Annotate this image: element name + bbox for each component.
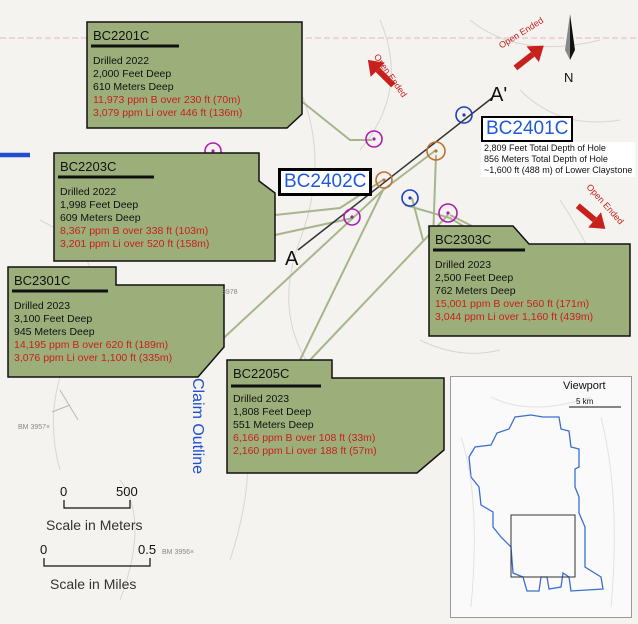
callout-bc2303c[interactable]: BC2303C Drilled 2023 2,500 Feet Deep 762… [428,225,631,337]
bc2401c-info: 2,809 Feet Total Depth of Hole 856 Meter… [481,142,636,177]
callout-lithium: 2,160 ppm Li over 188 ft (57m) [233,445,377,457]
bc2401c-line1: 2,809 Feet Total Depth of Hole [484,143,606,153]
scale-m-label: Scale in Meters [46,517,143,533]
callout-meters: 762 Meters Deep [435,285,516,297]
north-arrow-icon [565,14,575,60]
callout-shape [53,152,276,262]
callout-drilled: Drilled 2023 [14,300,71,312]
elevation-label: 3978 [222,289,238,296]
bc2401c-line2: 856 Meters Total Depth of Hole [484,154,608,164]
bc2402c-label[interactable]: BC2402C [278,168,373,196]
viewport-inset: Viewport 5 km [450,376,632,618]
callout-boron: 6,166 ppm B over 108 ft (33m) [233,432,376,444]
arrow-icon [367,59,396,88]
callout-feet: 3,100 Feet Deep [14,313,93,325]
callout-feet: 2,000 Feet Deep [93,68,172,80]
callout-meters: 610 Meters Deep [93,81,174,93]
section-line [297,97,493,251]
callout-lithium: 3,076 ppm Li over 1,100 ft (335m) [14,352,173,364]
scale-mi-label: Scale in Miles [50,576,137,592]
callout-drilled: Drilled 2022 [60,186,117,198]
callout-feet: 2,500 Feet Deep [435,272,514,284]
callout-lithium: 3,044 ppm Li over 1,160 ft (439m) [435,311,594,323]
callout-title: BC2303C [435,232,492,247]
scale-bars [43,500,151,567]
scale-mi-zero: 0 [40,542,48,557]
hole-marker[interactable] [365,130,383,148]
benchmark-label: BM 3957× [18,424,51,431]
north-label: N [564,70,574,85]
callout-bc2201c[interactable]: BC2201C Drilled 2022 2,000 Feet Deep 610… [86,21,303,129]
hole-marker[interactable] [426,141,446,161]
hole-marker[interactable] [438,203,458,223]
callout-shape [226,359,445,474]
arrow-icon [575,203,606,229]
scale-m-zero: 0 [60,484,68,499]
callout-feet: 1,998 Feet Deep [60,199,139,211]
callout-drilled: Drilled 2023 [435,259,492,271]
benchmark-label: BM 3956× [162,549,195,556]
callout-drilled: Drilled 2023 [233,393,290,405]
callout-meters: 609 Meters Deep [60,212,141,224]
claim-outline-label: Claim Outline [189,378,206,475]
callout-boron: 8,367 ppm B over 338 ft (103m) [60,225,209,237]
callout-title: BC2301C [14,273,71,288]
callout-boron: 14,195 ppm B over 620 ft (189m) [14,339,169,351]
viewport-title: Viewport [563,380,606,392]
callout-meters: 945 Meters Deep [14,326,95,338]
callout-lithium: 3,201 ppm Li over 520 ft (158m) [60,238,210,250]
callout-title: BC2205C [233,366,290,381]
callout-boron: 11,973 ppm B over 230 ft (70m) [93,94,241,106]
callout-shape [428,225,631,337]
scale-mi-max: 0.5 [138,542,157,557]
callout-feet: 1,808 Feet Deep [233,406,312,418]
scale-m-max: 500 [116,484,138,499]
bc2401c-label[interactable]: BC2401C [481,116,574,142]
viewport-scale: 5 km [576,397,594,406]
callout-lithium: 3,079 ppm Li over 446 ft (136m) [93,107,243,119]
section-start-label: A [285,248,299,270]
callout-bc2205c[interactable]: BC2205C Drilled 2023 1,808 Feet Deep 551… [226,359,445,474]
hole-marker[interactable] [401,189,419,207]
callout-drilled: Drilled 2022 [93,55,150,67]
callout-shape [86,21,303,129]
callout-bc2301c[interactable]: BC2301C Drilled 2023 3,100 Feet Deep 945… [7,266,225,378]
hole-marker[interactable] [343,208,361,226]
bc2401c-line3: ~1,600 ft (488 m) of Lower Claystone [484,165,633,175]
arrow-icon [513,45,544,71]
viewport-map [460,396,621,608]
hole-marker[interactable] [375,171,393,189]
callout-title: BC2203C [60,159,117,174]
hole-marker[interactable] [455,106,473,124]
section-end-label: A' [490,84,508,106]
open-ended-arrows [367,45,606,229]
callout-shape [7,266,225,378]
callout-bc2203c[interactable]: BC2203C Drilled 2022 1,998 Feet Deep 609… [53,152,276,262]
callout-title: BC2201C [93,28,150,43]
callout-meters: 551 Meters Deep [233,419,314,431]
callout-boron: 15,001 ppm B over 560 ft (171m) [435,298,590,310]
